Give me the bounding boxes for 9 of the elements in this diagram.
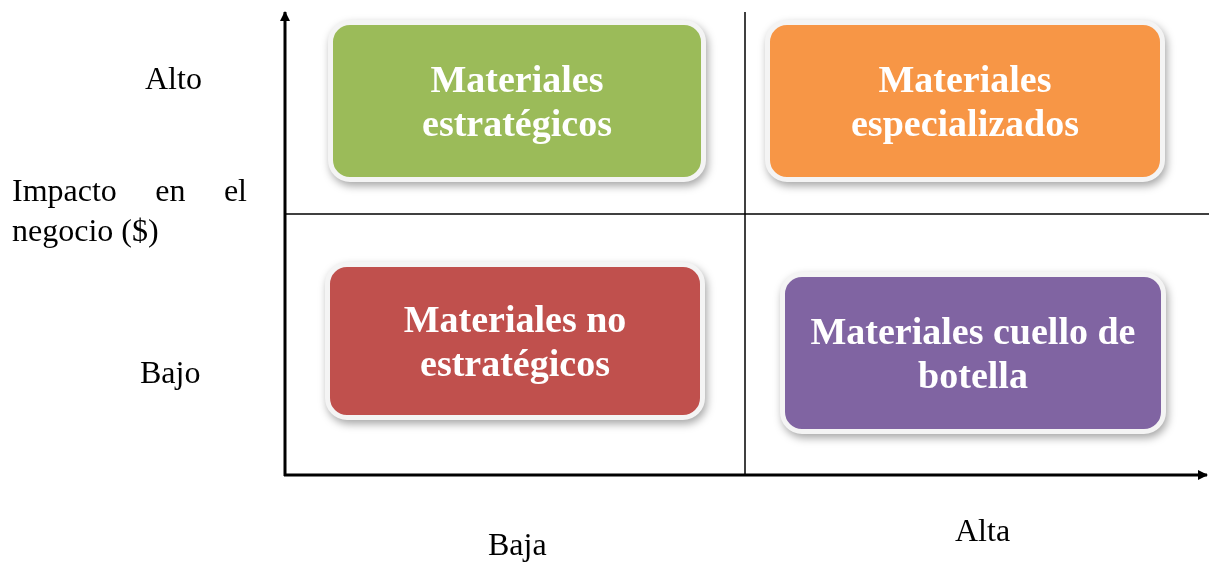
quadrant-card: Materiales especializados	[765, 20, 1165, 182]
quadrant-card: Materiales cuello de botella	[780, 272, 1166, 434]
axis-level-label: Bajo	[140, 353, 201, 392]
axis-level-label: Baja	[488, 525, 547, 562]
axis-level-label: Alto	[145, 59, 202, 98]
axis-title: Impacto en el negocio ($)	[12, 171, 247, 250]
axis-level-label: Alta	[955, 511, 1011, 550]
quadrant-card: Materiales no estratégicos	[325, 262, 705, 420]
quadrant-card: Materiales estratégicos	[328, 20, 706, 182]
